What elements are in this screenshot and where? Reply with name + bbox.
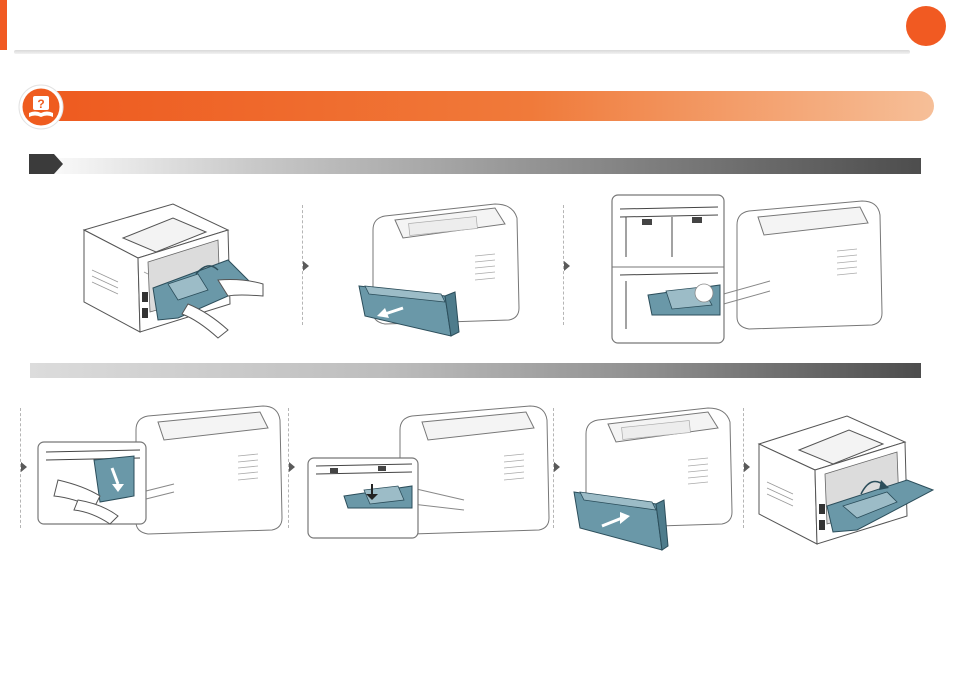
step-bar-rear-jam [30,158,921,174]
header-accent-bar [0,0,7,50]
pull-paper-rear-illustration [78,200,268,340]
page-number-badge [906,6,946,46]
step-next-arrow-icon [289,462,295,472]
inspect-inside-illustration [612,195,887,345]
remove-jammed-paper-illustration [38,400,283,528]
step-next-arrow-icon [21,462,27,472]
step-next-arrow-icon [303,261,309,271]
step-arrow-icon [29,154,63,174]
step-bar-tray-jam [30,363,921,378]
step-next-arrow-icon [744,462,750,472]
svg-text:?: ? [37,97,44,111]
step-next-arrow-icon [554,462,560,472]
step-next-arrow-icon [564,261,570,271]
close-rear-cover-illustration [757,410,935,548]
help-book-icon: ? [18,84,64,130]
header-rule [14,50,910,54]
section-title-banner [38,91,934,121]
pull-out-tray-illustration [355,196,530,346]
push-plate-down-illustration [308,400,550,538]
insert-tray-illustration [572,400,742,558]
